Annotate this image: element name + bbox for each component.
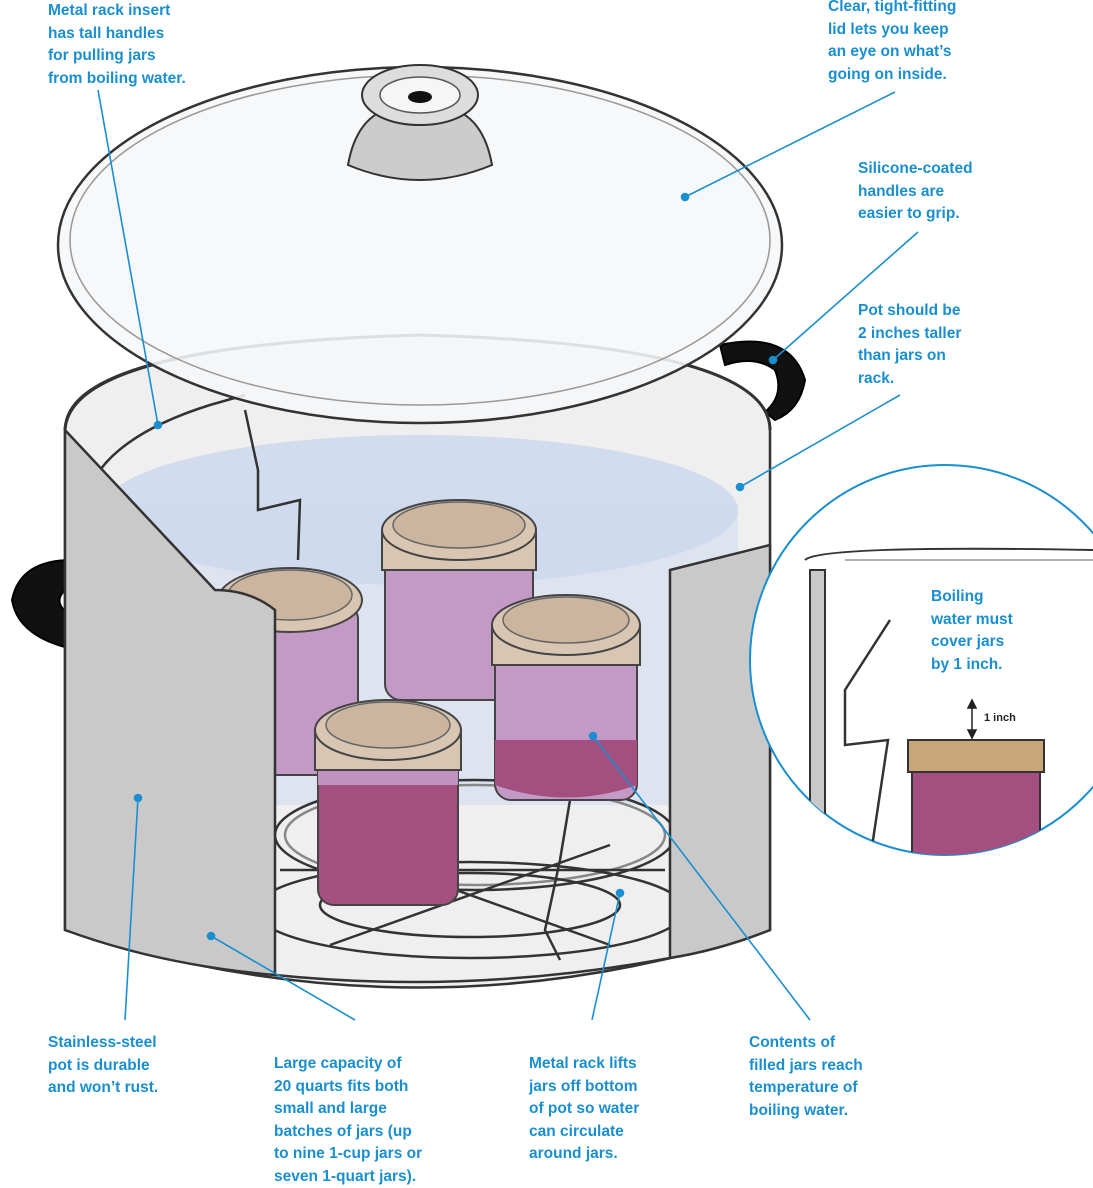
callout-boiling-water: Boiling water must cover jars by 1 inch.: [931, 586, 1013, 676]
callout-capacity: Large capacity of 20 quarts fits both sm…: [274, 1053, 422, 1188]
inset-jar: [912, 765, 1040, 885]
callout-contents: Contents of filled jars reach temperatur…: [749, 1032, 863, 1122]
glass-lid: [58, 65, 782, 423]
one-inch-label: 1 inch: [984, 712, 1016, 724]
callout-rack-lifts: Metal rack lifts jars off bottom of pot …: [529, 1053, 639, 1166]
inset-detail: [750, 465, 1093, 885]
callout-pot-height: Pot should be 2 inches taller than jars …: [858, 300, 961, 390]
stainless-steel-pot: [12, 335, 805, 988]
lid-knob: [348, 65, 492, 180]
callout-stainless: Stainless-steel pot is durable and won’t…: [48, 1032, 158, 1100]
callout-rack-insert: Metal rack insert has tall handles for p…: [48, 0, 186, 90]
callout-handles: Silicone-coated handles are easier to gr…: [858, 158, 973, 226]
callout-lid: Clear, tight-fitting lid lets you keep a…: [828, 0, 956, 86]
jar-front: [315, 700, 461, 905]
